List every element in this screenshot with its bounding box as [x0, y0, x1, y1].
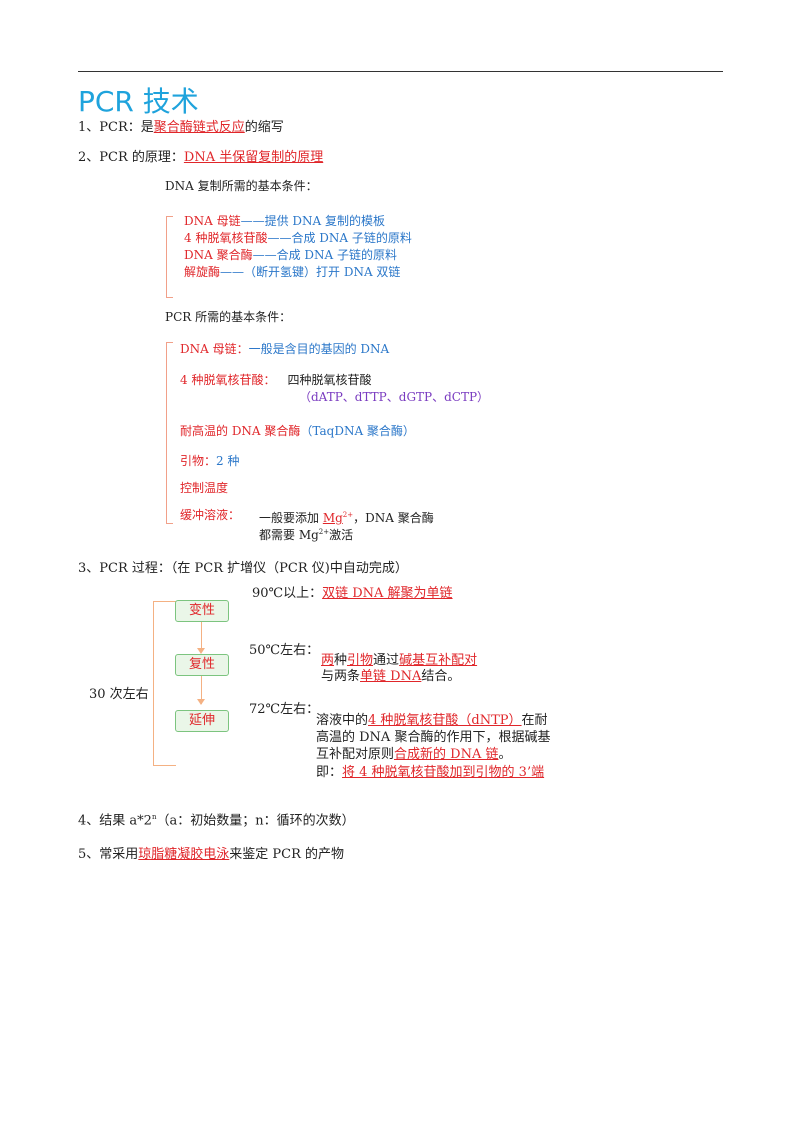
anneal-temperature: 50℃左右： [249, 643, 320, 658]
item-1: 1、PCR：是聚合酶链式反应的缩写 [78, 119, 284, 137]
cycle-loop-line [153, 601, 176, 766]
item-1-suffix: 的缩写 [244, 120, 284, 135]
pcr-primer-row: 引物：2 种 [180, 454, 240, 468]
pcr-buffer-line-1: 一般要添加 Mg2+，DNA 聚合酶 [259, 511, 434, 525]
extend-line-1: 溶液中的4 种脱氧核苷酸（dNTP）在耐 [316, 713, 548, 728]
page-title: PCR 技术 [78, 85, 199, 118]
step-denature: 变性 [175, 600, 229, 622]
item-1-highlight: 聚合酶链式反应 [153, 120, 245, 135]
extend-temperature: 72℃左右： [249, 702, 320, 717]
extend-line-4: 即：将 4 种脱氧核苷酸加到引物的 3’端 [316, 765, 545, 780]
pcr-buffer-line-2: 都需要 Mg2+激活 [259, 528, 354, 542]
extend-line-2: 高温的 DNA 聚合酶的作用下，根据碱基 [316, 730, 551, 745]
dna-replication-row: DNA 母链——提供 DNA 复制的模板 [184, 214, 386, 228]
item-2-prefix: 2、PCR 的原理： [78, 150, 184, 165]
pcr-template-row: DNA 母链：一般是含目的基因的 DNA [180, 342, 390, 356]
item-1-prefix: 1、PCR：是 [78, 120, 154, 135]
cycle-count-label: 30 次左右 [89, 687, 149, 702]
arrow-down-icon [197, 699, 205, 705]
arrow-down-icon [197, 648, 205, 654]
connector-line [201, 676, 202, 704]
item-2: 2、PCR 的原理：DNA 半保留复制的原理 [78, 149, 323, 167]
dna-replication-heading: DNA 复制所需的基本条件： [165, 179, 318, 193]
denature-description: 90℃以上：双链 DNA 解聚为单链 [252, 586, 453, 601]
connector-line [201, 622, 202, 652]
pcr-nucleotide-list: （dATP、dTTP、dGTP、dCTP） [299, 390, 490, 404]
item-2-highlight: DNA 半保留复制的原理 [183, 150, 324, 165]
anneal-line-1: 两种引物通过碱基互补配对 [321, 653, 478, 668]
header-rule [78, 71, 723, 72]
extend-line-3: 互补配对原则合成新的 DNA 链。 [316, 747, 512, 762]
pcr-temperature-row: 控制温度 [180, 481, 229, 495]
pcr-conditions-brace [166, 342, 173, 524]
step-anneal: 复性 [175, 654, 229, 676]
pcr-nucleotides-row: 4 种脱氧核苷酸：四种脱氧核苷酸 [180, 373, 372, 387]
pcr-buffer-term: 缓冲溶液： [180, 508, 241, 522]
dna-replication-brace [166, 216, 173, 298]
step-extend: 延伸 [175, 710, 229, 732]
dna-replication-row: DNA 聚合酶——合成 DNA 子链的原料 [184, 248, 398, 262]
item-4: 4、结果 a*2n（a：初始数量；n：循环的次数） [78, 813, 355, 829]
dna-replication-row: 解旋酶——（断开氢键）打开 DNA 双链 [184, 265, 401, 279]
dna-replication-row: 4 种脱氧核苷酸——合成 DNA 子链的原料 [184, 231, 412, 245]
pcr-polymerase-row: 耐高温的 DNA 聚合酶（TaqDNA 聚合酶） [180, 424, 415, 438]
item-5: 5、常采用琼脂糖凝胶电泳来鉴定 PCR 的产物 [78, 847, 345, 862]
item-3: 3、PCR 过程：（在 PCR 扩增仪（PCR 仪)中自动完成） [78, 561, 408, 576]
anneal-line-2: 与两条单链 DNA结合。 [321, 669, 461, 684]
pcr-conditions-heading: PCR 所需的基本条件： [165, 310, 292, 324]
